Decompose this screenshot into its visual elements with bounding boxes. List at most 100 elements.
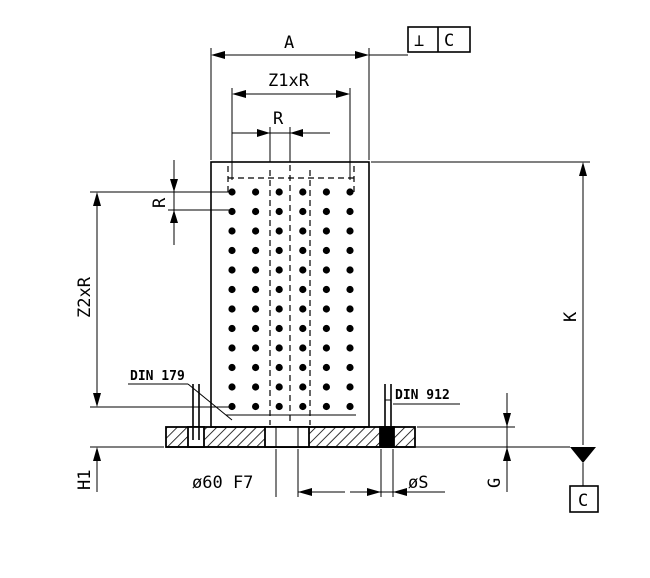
label-z2xr: Z2xR	[75, 276, 95, 318]
dimension-a	[210, 48, 408, 160]
hole	[275, 344, 283, 352]
hole	[299, 402, 307, 411]
dimension-r-top	[232, 127, 330, 162]
hole	[322, 266, 330, 274]
hole	[228, 324, 236, 333]
hole	[322, 285, 330, 294]
hole	[322, 188, 330, 196]
hole	[322, 246, 330, 255]
dimension-s	[350, 449, 445, 497]
label-r-top: R	[273, 109, 284, 129]
hole	[228, 246, 236, 255]
label-din179: DIN 179	[130, 369, 185, 384]
hole	[346, 363, 354, 372]
dimension-z1xr	[231, 88, 351, 180]
hole	[228, 266, 236, 274]
hole	[299, 285, 307, 294]
hole	[299, 305, 307, 313]
hole	[252, 383, 260, 391]
hole	[299, 363, 307, 372]
hole	[252, 227, 260, 235]
hole	[346, 188, 354, 196]
hole	[299, 227, 307, 235]
label-bore: ø60 F7	[192, 473, 253, 493]
hole	[299, 266, 307, 274]
hole	[346, 324, 354, 333]
callout-din179	[128, 383, 233, 440]
hole	[346, 207, 354, 216]
hole	[275, 246, 283, 255]
hole	[252, 363, 260, 372]
hole	[228, 363, 236, 372]
label-din912: DIN 912	[395, 388, 450, 403]
hole	[346, 305, 354, 313]
hole	[346, 266, 354, 274]
datum-c-label: C	[578, 491, 588, 511]
label-g: G	[485, 478, 505, 488]
hole	[322, 324, 330, 333]
callout-din912	[384, 384, 460, 447]
hole	[346, 285, 354, 294]
hole	[346, 246, 354, 255]
hole	[275, 324, 283, 333]
datum-c-marker	[569, 447, 599, 513]
hole	[322, 363, 330, 372]
hole	[228, 402, 236, 411]
hole	[299, 246, 307, 255]
hole	[252, 266, 260, 274]
label-r-side: R	[150, 197, 170, 208]
hole	[252, 402, 260, 411]
hole	[346, 344, 354, 352]
hole	[252, 305, 260, 313]
hole-grid	[228, 188, 354, 411]
hole	[322, 207, 330, 216]
hole	[252, 285, 260, 294]
hole	[275, 266, 283, 274]
hole	[228, 344, 236, 352]
hole	[252, 344, 260, 352]
hole	[299, 383, 307, 391]
hole	[346, 227, 354, 235]
hole	[322, 383, 330, 391]
hole	[252, 246, 260, 255]
label-k: K	[561, 311, 581, 322]
hole	[252, 188, 260, 196]
perpendicularity-symbol: ⊥	[414, 31, 424, 51]
hole	[322, 227, 330, 235]
label-z1xr: Z1xR	[268, 71, 310, 91]
hole	[275, 363, 283, 372]
hole	[299, 344, 307, 352]
hole	[275, 188, 283, 196]
hole	[275, 207, 283, 216]
dimension-z2xr	[90, 191, 230, 408]
hole	[252, 324, 260, 333]
base-plate	[165, 426, 416, 448]
label-a: A	[284, 33, 294, 53]
hole	[322, 402, 330, 411]
hole	[346, 402, 354, 411]
dimension-bore	[275, 449, 345, 497]
label-s: øS	[408, 473, 428, 493]
hole	[228, 305, 236, 313]
hole	[322, 305, 330, 313]
hole	[275, 305, 283, 313]
perpendicularity-frame	[407, 26, 471, 53]
hole	[252, 207, 260, 216]
hole	[299, 324, 307, 333]
perpendicularity-datum: C	[444, 31, 454, 51]
hole	[275, 285, 283, 294]
hole	[228, 207, 236, 216]
hole	[299, 207, 307, 216]
hole	[228, 383, 236, 391]
hole	[275, 227, 283, 235]
hole	[275, 402, 283, 411]
hole	[228, 285, 236, 294]
hole	[228, 227, 236, 235]
dimension-h1	[90, 446, 164, 492]
dimension-k	[371, 161, 590, 448]
dimension-r-side	[168, 160, 232, 245]
hole	[299, 188, 307, 196]
label-h1: H1	[75, 470, 95, 490]
hole	[275, 383, 283, 391]
